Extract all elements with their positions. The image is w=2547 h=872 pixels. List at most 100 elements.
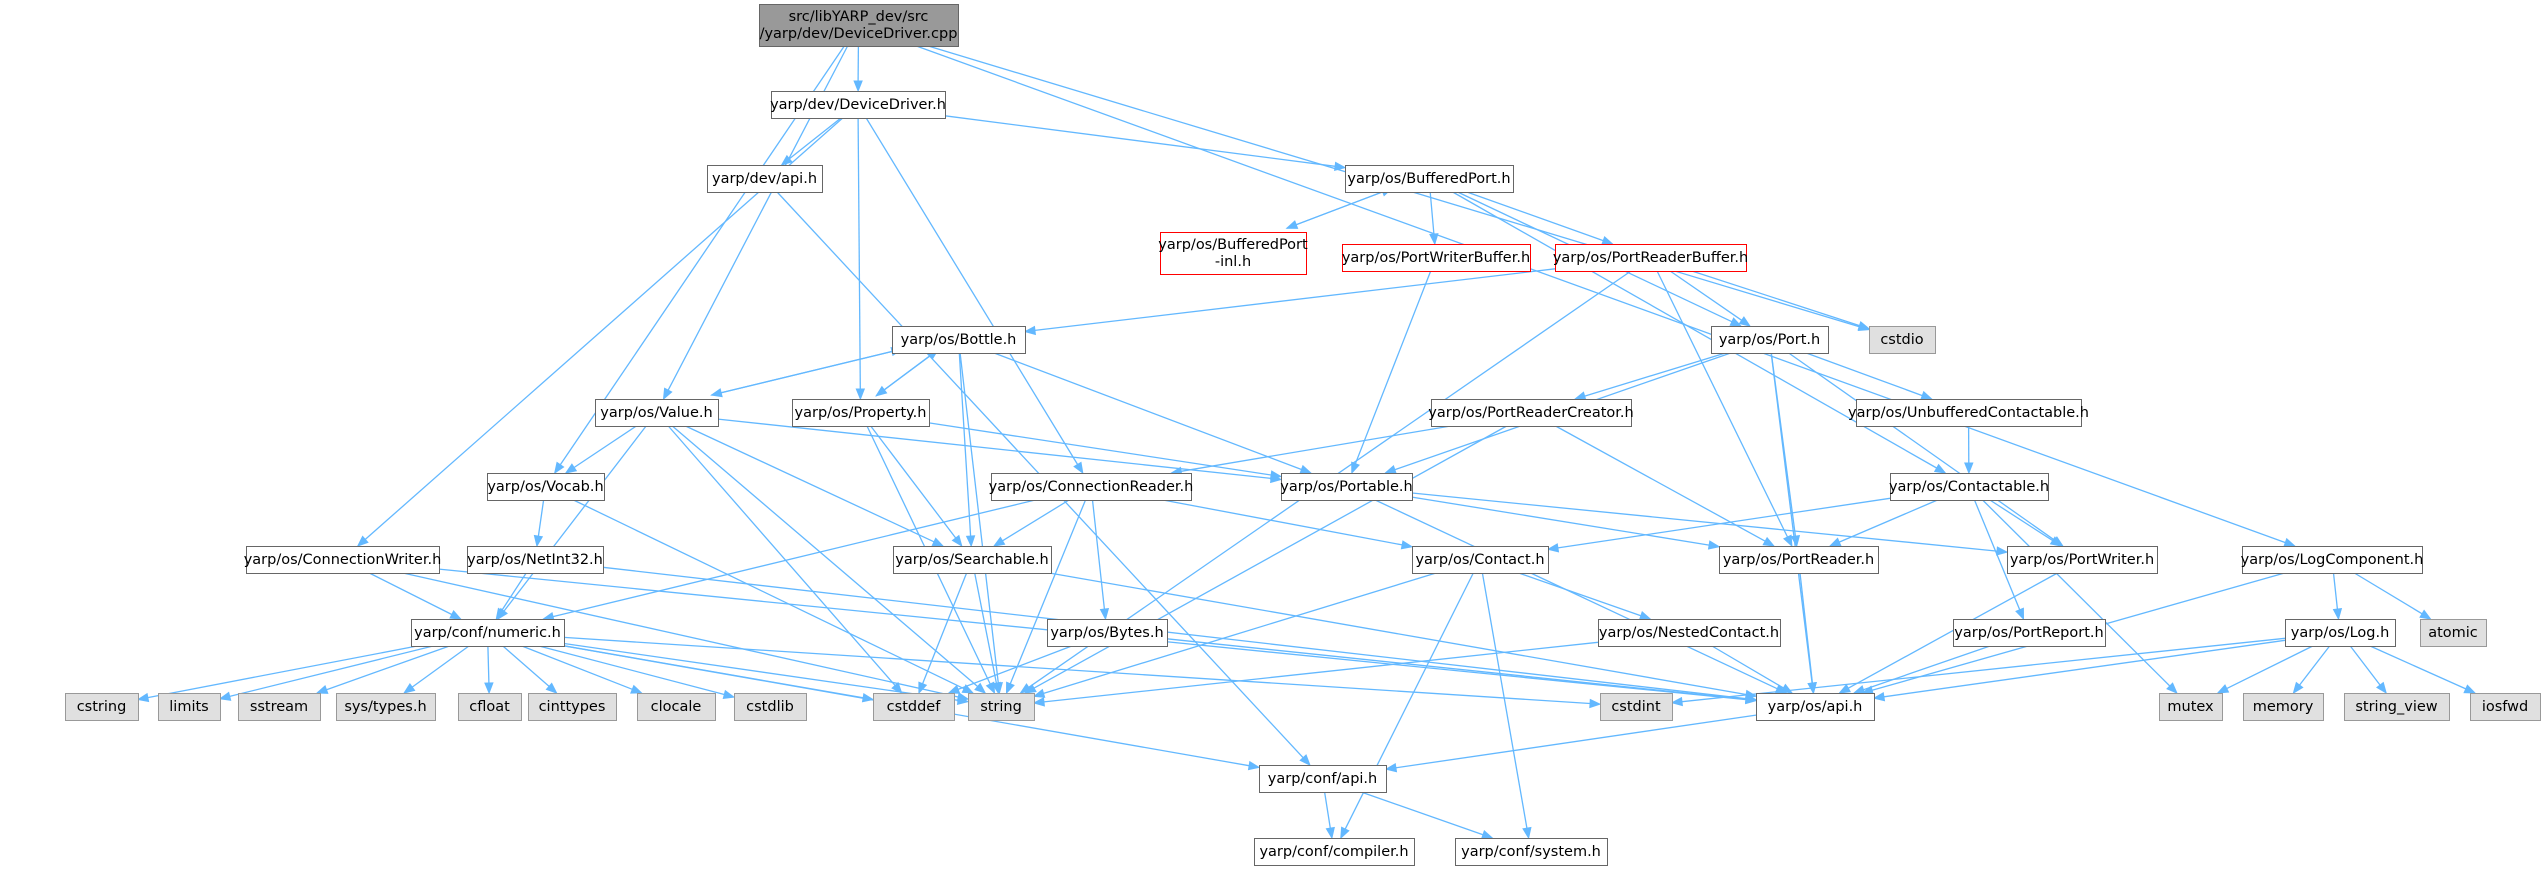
edge-arrowhead-os_bufferedport_h-to-os_contactable_h bbox=[1933, 463, 1947, 474]
edge-os_searchable_h-to-cstddef bbox=[921, 572, 968, 684]
edge-os_portreport_h-to-os_api_h bbox=[1863, 645, 1991, 691]
node-os-value-h[interactable]: yarp/os/Value.h bbox=[595, 399, 719, 427]
edge-os_portable_h-to-os_api_h bbox=[1374, 499, 1778, 690]
edge-arrowhead-os_bufferedport_h-to-os_portreaderbuffer_h bbox=[1601, 236, 1614, 245]
node-os-netint32-h[interactable]: yarp/os/NetInt32.h bbox=[467, 546, 604, 574]
node-label: yarp/os/Property.h bbox=[795, 405, 927, 421]
node-os-bottle-h[interactable]: yarp/os/Bottle.h bbox=[892, 326, 1026, 354]
node-label: cfloat bbox=[469, 699, 510, 715]
edge-layer bbox=[136, 45, 2477, 840]
edge-arrowhead-os_value_h-to-os_searchable_h bbox=[931, 537, 945, 547]
node-conf-numeric-h[interactable]: yarp/conf/numeric.h bbox=[411, 619, 565, 647]
node-label: clocale bbox=[651, 699, 702, 715]
node-os-portwriterbuffer-h[interactable]: yarp/os/PortWriterBuffer.h bbox=[1342, 244, 1531, 272]
node-os-nestedcontact-h[interactable]: yarp/os/NestedContact.h bbox=[1598, 619, 1781, 647]
node-os-port-h[interactable]: yarp/os/Port.h bbox=[1711, 326, 1829, 354]
node-os-bufferedport-h[interactable]: yarp/os/BufferedPort.h bbox=[1345, 165, 1514, 193]
node-conf-system-h[interactable]: yarp/conf/system.h bbox=[1455, 838, 1608, 866]
node-box bbox=[467, 546, 604, 574]
node-os-bufferedport-inl-h[interactable]: yarp/os/BufferedPort-inl.h bbox=[1158, 232, 1308, 275]
node-label: yarp/os/Searchable.h bbox=[895, 552, 1048, 568]
edge-os_bufferedport_h-to-os_portwriterbuffer_h bbox=[1429, 191, 1435, 235]
node-box bbox=[892, 326, 1026, 354]
node-box bbox=[2470, 693, 2541, 721]
node-os-property-h[interactable]: yarp/os/Property.h bbox=[792, 399, 930, 427]
node-label: yarp/conf/numeric.h bbox=[414, 625, 561, 641]
edge-arrowhead-conf_api_h-to-conf_system_h bbox=[1480, 830, 1494, 840]
edge-arrowhead-conf_numeric_h-to-string bbox=[956, 695, 970, 705]
node-os-portreadercreator-h[interactable]: yarp/os/PortReaderCreator.h bbox=[1428, 399, 1634, 427]
node-iosfwd: iosfwd bbox=[2470, 693, 2541, 721]
node-dev-api-h[interactable]: yarp/dev/api.h bbox=[707, 165, 823, 193]
edge-arrowhead-os_property_h-to-os_portable_h bbox=[1269, 470, 1283, 480]
node-os-vocab-h[interactable]: yarp/os/Vocab.h bbox=[487, 473, 605, 501]
edge-root-to-os_logcomponent_h bbox=[916, 45, 2286, 544]
edge-arrowhead-conf_api_h-to-conf_compiler_h bbox=[1325, 826, 1335, 840]
edge-arrowhead-os_portwriterbuffer_h-to-os_portable_h bbox=[1351, 461, 1360, 475]
node-box bbox=[707, 165, 823, 193]
node-os-logcomponent-h[interactable]: yarp/os/LogComponent.h bbox=[2241, 546, 2424, 574]
node-os-bytes-h[interactable]: yarp/os/Bytes.h bbox=[1047, 619, 1168, 647]
node-conf-api-h[interactable]: yarp/conf/api.h bbox=[1259, 765, 1387, 793]
node-os-api-h[interactable]: yarp/os/api.h bbox=[1756, 693, 1875, 721]
edge-os_portreader_h-to-os_api_h bbox=[1799, 572, 1814, 684]
node-box bbox=[1711, 326, 1829, 354]
node-root[interactable]: src/libYARP_dev/src/yarp/dev/DeviceDrive… bbox=[759, 4, 959, 47]
edge-os_bufferedport_inl_h-to-os_bufferedport_h bbox=[1286, 191, 1383, 229]
node-cstdio: cstdio bbox=[1869, 326, 1936, 354]
node-label: yarp/os/api.h bbox=[1768, 699, 1863, 715]
node-os-portable-h[interactable]: yarp/os/Portable.h bbox=[1280, 473, 1413, 501]
node-dev-devicedriver-h[interactable]: yarp/dev/DeviceDriver.h bbox=[770, 91, 946, 119]
edge-arrowhead-os_bottle_h-to-os_portable_h bbox=[1299, 464, 1313, 474]
edge-arrowhead-os_vocab_h-to-os_netint32_h bbox=[533, 534, 544, 548]
node-label: yarp/os/Portable.h bbox=[1280, 479, 1412, 495]
edge-os_bottle_h-to-os_portable_h bbox=[993, 352, 1302, 471]
node-box bbox=[246, 546, 440, 574]
node-label: yarp/os/PortReaderBuffer.h bbox=[1553, 250, 1748, 266]
edge-arrowhead-os_bytes_h-to-cstddef bbox=[947, 684, 961, 694]
edge-os_connectionwriter_h-to-string bbox=[402, 572, 959, 698]
edge-arrowhead-os_contactable_h-to-os_contact_h bbox=[1546, 543, 1560, 553]
node-box bbox=[1600, 693, 1673, 721]
node-label: yarp/os/Log.h bbox=[2291, 625, 2390, 641]
edge-arrowhead-os_portreport_h-to-os_api_h bbox=[1852, 685, 1866, 695]
node-os-connectionwriter-h[interactable]: yarp/os/ConnectionWriter.h bbox=[244, 546, 442, 574]
edge-arrowhead-conf_numeric_h-to-conf_api_h bbox=[1247, 760, 1261, 771]
edge-conf_api_h-to-conf_system_h bbox=[1360, 791, 1484, 836]
node-label: yarp/os/NetInt32.h bbox=[467, 552, 603, 568]
edge-conf_numeric_h-to-sstream bbox=[326, 645, 450, 691]
edge-os_nestedcontact_h-to-os_api_h bbox=[1711, 645, 1784, 689]
edge-arrowhead-os_contact_h-to-string bbox=[1032, 688, 1046, 698]
node-os-log-h[interactable]: yarp/os/Log.h bbox=[2285, 619, 2396, 647]
edge-os_connectionwriter_h-to-conf_numeric_h bbox=[369, 572, 453, 616]
node-box bbox=[771, 91, 946, 119]
edge-arrowhead-os_nestedcontact_h-to-string bbox=[1032, 697, 1045, 707]
edge-os_portwriterbuffer_h-to-os_portable_h bbox=[1354, 270, 1432, 464]
edge-os_portable_h-to-os_portreader_h bbox=[1411, 496, 1710, 546]
edge-arrowhead-os_log_h-to-string_view bbox=[2376, 681, 2388, 695]
node-os-portreader-h[interactable]: yarp/os/PortReader.h bbox=[1719, 546, 1879, 574]
node-os-unbufferedcontactable-h[interactable]: yarp/os/UnbufferedContactable.h bbox=[1848, 399, 2089, 427]
edge-os_connectionreader_h-to-os_contact_h bbox=[1162, 499, 1403, 546]
node-os-portreaderbuffer-h[interactable]: yarp/os/PortReaderBuffer.h bbox=[1553, 244, 1748, 272]
edge-os_contactable_h-to-os_portreader_h bbox=[1838, 499, 1938, 543]
edge-arrowhead-os_portreaderbuffer_h-to-os_bottle_h bbox=[1023, 325, 1036, 336]
edge-arrowhead-os_portreadercreator_h-to-string bbox=[1024, 683, 1037, 694]
node-label: yarp/os/PortWriterBuffer.h bbox=[1342, 250, 1530, 266]
edge-os_contactable_h-to-os_portwriter_h bbox=[1989, 499, 2054, 542]
node-box bbox=[65, 693, 139, 721]
node-label: cinttypes bbox=[539, 699, 606, 715]
edge-os_bufferedport_h-to-os_contactable_h bbox=[1452, 191, 1937, 469]
node-atomic: atomic bbox=[2420, 619, 2487, 647]
edge-arrowhead-os_portable_h-to-os_portreader_h bbox=[1707, 540, 1721, 550]
node-conf-compiler-h[interactable]: yarp/conf/compiler.h bbox=[1254, 838, 1415, 866]
node-os-connectionreader-h[interactable]: yarp/os/ConnectionReader.h bbox=[989, 473, 1194, 501]
node-os-portwriter-h[interactable]: yarp/os/PortWriter.h bbox=[2007, 546, 2158, 574]
edge-os_property_h-to-os_portable_h bbox=[928, 422, 1272, 476]
node-os-portreport-h[interactable]: yarp/os/PortReport.h bbox=[1953, 619, 2106, 647]
node-os-searchable-h[interactable]: yarp/os/Searchable.h bbox=[893, 546, 1052, 574]
node-os-contact-h[interactable]: yarp/os/Contact.h bbox=[1412, 546, 1549, 574]
node-box bbox=[873, 693, 955, 721]
node-label: cstring bbox=[77, 699, 127, 715]
node-os-contactable-h[interactable]: yarp/os/Contactable.h bbox=[1889, 473, 2049, 501]
